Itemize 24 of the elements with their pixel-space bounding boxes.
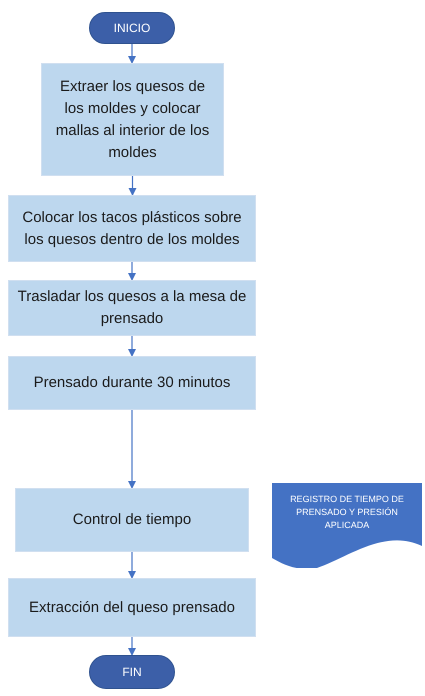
terminal-pill [89, 12, 175, 44]
arrow [128, 44, 136, 64]
process-label: Prensado durante 30 minutos [34, 373, 230, 393]
process-label: Control de tiempo [72, 510, 192, 530]
terminal-pill [89, 655, 175, 689]
process-label: Colocar los tacos plásticos sobre los quesos dentro de los moldes [21, 208, 243, 250]
arrow [128, 336, 136, 357]
arrow [128, 262, 136, 281]
process-box [15, 488, 249, 552]
process-label: Trasladar los quesos a la mesa de prensado [17, 287, 247, 329]
terminal-label: INICIO [114, 20, 150, 37]
process-label: Extracción del queso prensado [29, 598, 235, 618]
process-box [41, 63, 224, 176]
process-box [8, 195, 256, 262]
arrow [128, 176, 136, 196]
arrow [128, 552, 136, 579]
terminal-label: FIN [122, 664, 142, 681]
process-box [8, 280, 256, 336]
process-label: Extraer los quesos de los moldes y colocar mallas al interior de los moldes [54, 76, 210, 162]
arrow [128, 410, 136, 489]
process-box [8, 356, 256, 410]
arrow [128, 637, 136, 656]
document-label: REGISTRO DE TIEMPO DE PRENSADO Y PRESIÓN APLICADA [289, 493, 405, 532]
process-box [8, 578, 256, 637]
